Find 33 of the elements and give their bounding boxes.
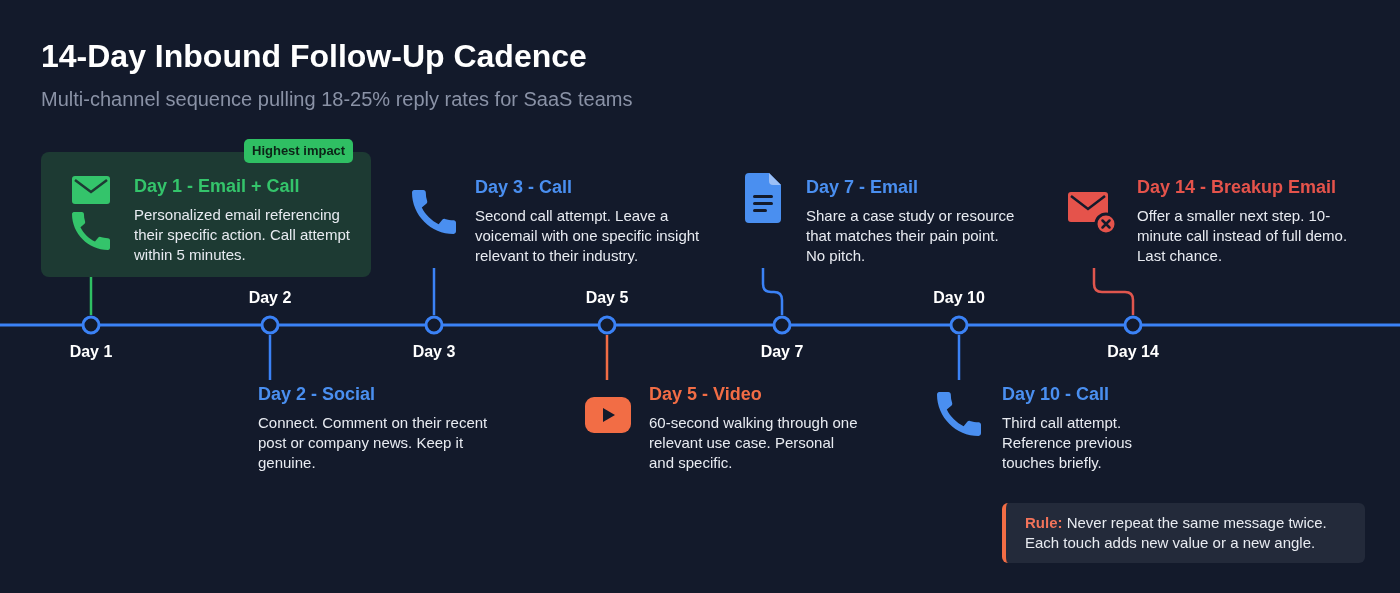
card-description: Offer a smaller next step. 10-minute call instead of full demo. Last chance.	[1137, 206, 1349, 266]
connector-line	[432, 268, 436, 315]
page-subtitle: Multi-channel sequence pulling 18-25% reply rates for SaaS teams	[41, 88, 633, 111]
day-label: Day 1	[69, 342, 113, 362]
day-label: Day 3	[412, 342, 456, 362]
connector-line	[605, 335, 609, 380]
day-label: Day 14	[1107, 342, 1159, 362]
connector-line	[1092, 268, 1135, 315]
card-description: Second call attempt. Leave a voicemail with one specific insight relevant to their industry.	[475, 206, 701, 266]
card-description: Third call attempt. Reference previous touches briefly.	[1002, 413, 1134, 473]
card-title: Day 14 - Breakup Email	[1137, 176, 1337, 198]
connector-line	[89, 277, 93, 315]
connector-line	[957, 335, 961, 380]
connector-line	[761, 268, 784, 315]
card-title: Day 1 - Email + Call	[134, 175, 300, 197]
impact-badge: Highest impact	[244, 139, 354, 163]
rule-callout	[1002, 503, 1365, 563]
card-description: 60-second walking through one relevant use case. Personal and specific.	[649, 413, 859, 473]
card-description: Share a case study or resource that matches their pain point. No pitch.	[806, 206, 1016, 266]
day-label: Day 7	[760, 342, 804, 362]
card-title: Day 3 - Call	[475, 176, 573, 198]
page-title: 14-Day Inbound Follow-Up Cadence	[41, 38, 587, 75]
card-description: Connect. Comment on their recent post or company news. Keep it genuine.	[258, 413, 489, 473]
card-description: Personalized email referencing their specific action. Call attempt within 5 minutes.	[134, 205, 351, 265]
day-label: Day 2	[248, 288, 292, 308]
card-title: Day 5 - Video	[649, 383, 762, 405]
card-title: Day 10 - Call	[1002, 383, 1110, 405]
rule-text: Rule: Never repeat the same message twice. Each touch adds new value or a new angle.	[1025, 513, 1328, 553]
connector-line	[268, 335, 272, 380]
card-title: Day 2 - Social	[258, 383, 376, 405]
day-label: Day 5	[585, 288, 629, 308]
card-title: Day 7 - Email	[806, 176, 919, 198]
day-label: Day 10	[933, 288, 985, 308]
